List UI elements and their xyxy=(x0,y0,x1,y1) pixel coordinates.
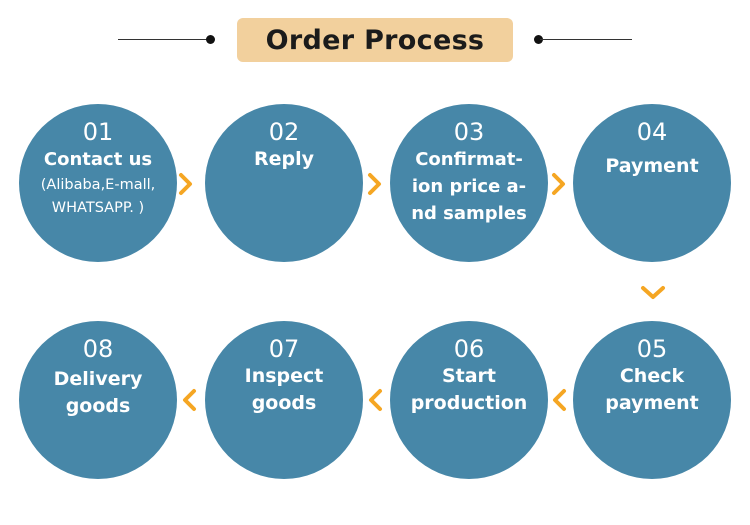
step-label: Inspect xyxy=(244,365,324,387)
header-line-left xyxy=(118,39,210,40)
step-label: Reply xyxy=(253,148,314,170)
step-number: 07 xyxy=(268,335,300,363)
step-label: Contact us xyxy=(43,149,153,170)
step-label: ion price a- xyxy=(411,176,527,197)
step-label: goods xyxy=(65,395,131,417)
step-number: 06 xyxy=(453,335,485,363)
step-05: 05 Check payment xyxy=(573,321,731,479)
chevron-left-icon xyxy=(183,389,196,411)
step-01: 01 Contact us (Alibaba,E-mall, WHATSAPP.… xyxy=(19,104,177,262)
chevron-left-icon xyxy=(553,389,566,411)
chevron-right-icon xyxy=(368,173,381,195)
step-label: payment xyxy=(605,392,699,414)
step-number: 05 xyxy=(636,335,668,363)
step-label: Check xyxy=(619,365,685,387)
step-sub: (Alibaba,E-mall, xyxy=(40,177,156,193)
chevron-down-icon xyxy=(641,286,665,299)
step-label: goods xyxy=(251,392,317,414)
header-dot-right xyxy=(534,35,543,44)
step-label: production xyxy=(410,392,528,414)
step-02: 02 Reply xyxy=(205,104,363,262)
step-number: 03 xyxy=(453,118,485,146)
step-03: 03 Confirmat- ion price a- nd samples xyxy=(390,104,548,262)
step-number: 02 xyxy=(268,118,300,146)
chevron-right-icon xyxy=(552,173,565,195)
step-04: 04 Payment xyxy=(573,104,731,262)
chevron-left-icon xyxy=(369,389,382,411)
step-label: nd samples xyxy=(411,203,527,224)
step-label: Confirmat- xyxy=(415,149,523,170)
step-06: 06 Start production xyxy=(390,321,548,479)
step-number: 04 xyxy=(636,118,668,146)
step-label: Start xyxy=(441,365,497,387)
step-sub: WHATSAPP. ) xyxy=(51,200,145,216)
step-label: Payment xyxy=(605,155,699,177)
header-dot-left xyxy=(206,35,215,44)
header-line-right xyxy=(540,39,632,40)
step-number: 01 xyxy=(82,118,114,146)
step-number: 08 xyxy=(82,335,114,363)
page-title: Order Process xyxy=(237,18,513,62)
step-08: 08 Delivery goods xyxy=(19,321,177,479)
chevron-right-icon xyxy=(179,173,192,195)
step-label: Delivery xyxy=(53,368,143,390)
step-07: 07 Inspect goods xyxy=(205,321,363,479)
